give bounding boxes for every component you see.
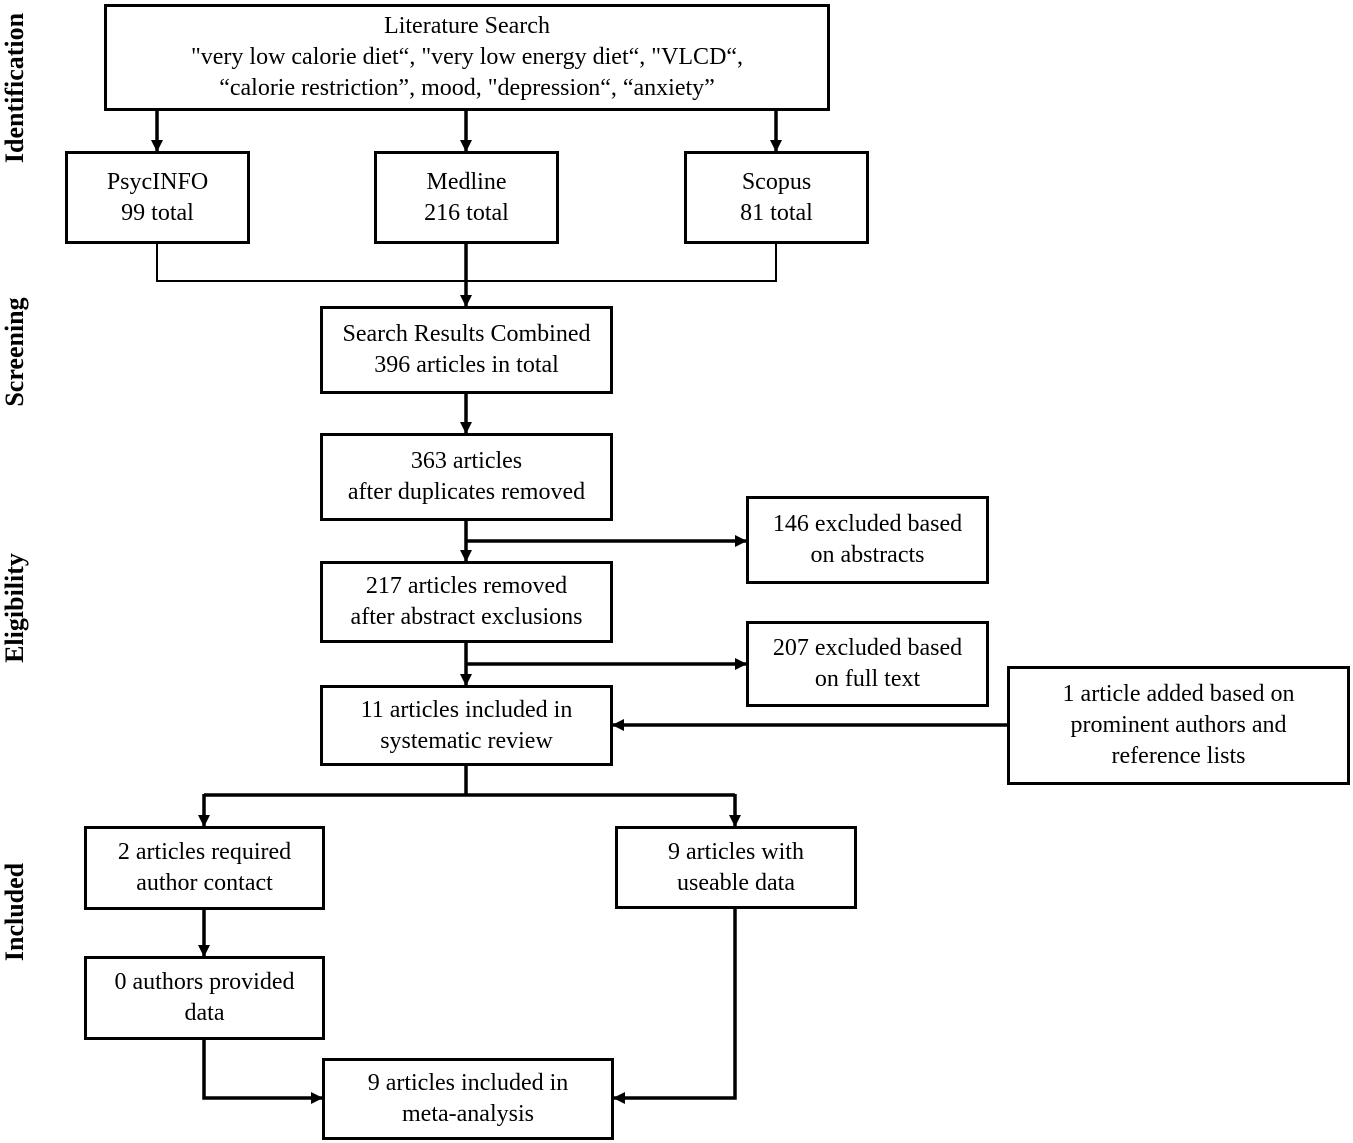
box-text-line: Literature Search [384,13,550,39]
box-text-line: useable data [677,869,795,896]
box-text-line: 1 article added based on [1062,681,1295,707]
box-text-line: meta-analysis [402,1101,534,1127]
box-text-line: "very low calorie diet“, "very low energ… [190,44,744,70]
box-text-line: 396 articles in total [374,352,559,378]
box-text-line: 2 articles required [117,839,292,865]
box-text-line: 99 total [121,199,194,226]
box-text-line: systematic review [380,727,553,754]
box-text-line: 363 articles [410,448,523,474]
box-text-line: Search Results Combined [342,321,591,347]
box-after-duplicates: 363 articles after duplicates removed [320,433,613,521]
stage-label-screening: Screening [0,297,29,407]
box-article-added: 1 article added based on prominent autho… [1007,666,1350,785]
box-text-line: Medline [426,168,507,195]
box-text-line: 146 excluded based [772,511,963,537]
box-text-line: “calorie restriction”, mood, "depression… [219,75,715,101]
box-meta-analysis: 9 articles included in meta-analysis [322,1058,614,1140]
box-text-line: after duplicates removed [347,479,586,505]
box-useable-data: 9 articles with useable data [615,826,857,909]
box-authors-provided: 0 authors provided data [84,956,325,1040]
box-excluded-fulltext: 207 excluded based on full text [746,621,989,707]
box-text-line: 0 authors provided [114,969,295,995]
box-systematic-review: 11 articles included in systematic revie… [320,685,613,766]
box-text-line: 11 articles included in [360,696,573,723]
box-text-line: data [184,1000,225,1026]
box-text-line: 9 articles with [668,838,804,865]
box-text-line: 216 total [424,199,509,226]
box-psycinfo: PsycINFO 99 total [65,151,250,244]
box-search-results-combined: Search Results Combined 396 articles in … [320,306,613,394]
box-medline: Medline 216 total [374,151,559,244]
box-text-line: on abstracts [810,542,925,568]
arrow-provided-to-meta [202,1039,323,1104]
box-author-contact: 2 articles required author contact [84,826,325,910]
box-text-line: on full text [814,666,921,692]
box-text-line: after abstract exclusions [350,604,583,630]
box-literature-search: Literature Search "very low calorie diet… [104,4,830,111]
stage-label-included: Included [0,862,29,962]
box-text-line: 81 total [740,199,813,226]
stage-label-identification: Identification [0,12,29,164]
box-after-abstract-exclusions: 217 articles removed after abstract excl… [320,561,613,643]
box-text-line: 207 excluded based [772,635,963,661]
box-text-line: 9 articles included in [367,1070,569,1096]
box-text-line: reference lists [1111,743,1246,769]
arrow-useable-to-meta [613,908,737,1104]
box-text-line: PsycINFO [106,168,209,195]
box-scopus: Scopus 81 total [684,151,869,244]
box-text-line: 217 articles removed [365,573,568,599]
box-text-line: author contact [136,870,273,896]
box-text-line: Scopus [741,168,812,195]
box-text-line: prominent authors and [1070,712,1287,738]
stage-label-eligibility: Eligibility [0,553,29,663]
box-excluded-abstracts: 146 excluded based on abstracts [746,496,989,584]
